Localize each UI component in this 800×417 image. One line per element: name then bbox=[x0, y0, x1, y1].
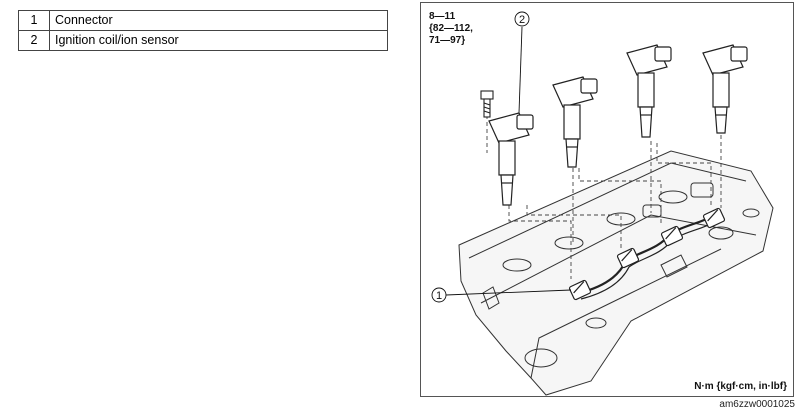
part-name: Ignition coil/ion sensor bbox=[49, 30, 388, 51]
parts-legend-table: 1 Connector 2 Ignition coil/ion sensor bbox=[18, 10, 388, 51]
part-number: 2 bbox=[18, 30, 50, 51]
torque-line-1: 8—11 bbox=[429, 11, 456, 22]
table-row: 1 Connector bbox=[18, 10, 388, 31]
callout-1: 1 bbox=[431, 287, 447, 303]
figure-code: am6zzw0001025 bbox=[719, 399, 795, 410]
ignition-coil-3 bbox=[626, 44, 672, 138]
connector-1 bbox=[568, 279, 592, 301]
ignition-coil-2 bbox=[552, 76, 598, 168]
part-name: Connector bbox=[49, 10, 388, 31]
alignment-lines bbox=[486, 115, 722, 279]
torque-line-3: 71—97} bbox=[429, 35, 465, 46]
leader-lines bbox=[445, 26, 572, 296]
exploded-view-figure: 2 1 8—11 {82—112, 71—97} N·m {kgf·cm, in… bbox=[420, 2, 794, 397]
torque-spec: 8—11 {82—112, 71—97} bbox=[429, 11, 473, 46]
unit-note: N·m {kgf·cm, in·lbf} bbox=[694, 381, 787, 392]
connector-3 bbox=[660, 225, 684, 247]
wiring-harness bbox=[578, 214, 716, 300]
ignition-coil-front bbox=[488, 112, 534, 206]
table-row: 2 Ignition coil/ion sensor bbox=[18, 30, 388, 51]
callout-2-label: 2 bbox=[519, 14, 525, 26]
connector-2 bbox=[616, 247, 640, 269]
callout-1-label: 1 bbox=[436, 290, 442, 302]
bolt bbox=[480, 90, 494, 118]
connector-group bbox=[568, 207, 726, 301]
ignition-coil-4 bbox=[702, 44, 748, 134]
ignition-coil-diagram: 2 1 8—11 {82—112, 71—97} N·m {kgf·cm, in… bbox=[429, 11, 787, 396]
cylinder-head-cover bbox=[458, 150, 774, 396]
part-number: 1 bbox=[18, 10, 50, 31]
connector-4 bbox=[702, 207, 726, 229]
callout-2: 2 bbox=[514, 11, 530, 27]
torque-line-2: {82—112, bbox=[429, 23, 473, 34]
